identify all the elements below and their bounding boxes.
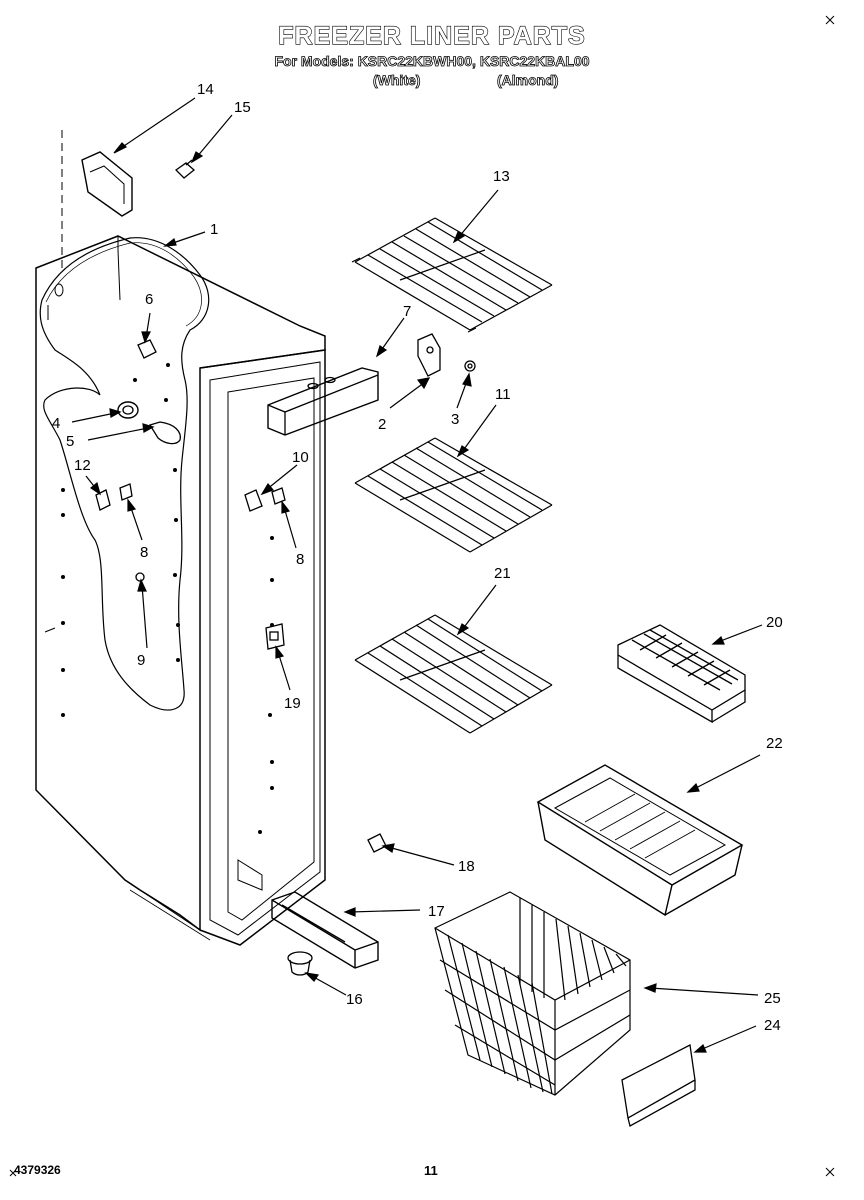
- part-12-clip: [95, 489, 111, 511]
- callout-21: 21: [494, 565, 511, 582]
- part-9-clip: [135, 572, 145, 582]
- variant-almond: (Almond): [497, 72, 559, 89]
- part-19-switch: [265, 623, 285, 650]
- callout-3: 3: [451, 411, 459, 428]
- page-number: 11: [424, 1163, 438, 1178]
- callout-10: 10: [292, 449, 309, 466]
- page-header: FREEZER LINER PARTS For Models: KSRC22KB…: [0, 21, 864, 70]
- callout-12: 12: [74, 457, 91, 474]
- callout-11: 11: [495, 386, 511, 403]
- part-15-screw: [174, 159, 196, 179]
- callout-7: 7: [403, 303, 411, 320]
- models-line: For Models: KSRC22KBWH00, KSRC22KBAL00: [274, 53, 590, 70]
- callout-5: 5: [66, 433, 74, 450]
- callout-16: 16: [346, 991, 363, 1008]
- part-17-trim: [271, 891, 379, 969]
- part-3-screw: [464, 360, 476, 372]
- callout-2: 2: [378, 416, 386, 433]
- variant-white: (White): [373, 72, 421, 89]
- part-8-clip-right: [271, 487, 286, 505]
- callout-22: 22: [766, 735, 783, 752]
- callout-20: 20: [766, 614, 783, 631]
- part-4-light-socket: [117, 401, 139, 419]
- callout-8-left: 8: [140, 544, 148, 561]
- part-25-wire-basket: [434, 891, 631, 1096]
- callout-19: 19: [284, 695, 301, 712]
- part-21-wire-shelf: [354, 614, 553, 734]
- part-10-clip: [244, 489, 263, 512]
- part-6-clip: [137, 339, 157, 359]
- callout-18: 18: [458, 858, 475, 875]
- part-13-wire-shelf: [351, 217, 553, 333]
- part-7-light-cover: [267, 367, 379, 436]
- callout-1: 1: [210, 221, 218, 238]
- callout-leaders: [71, 97, 763, 1053]
- part-number: 4379326: [14, 1163, 61, 1177]
- part-24-basket-front: [621, 1044, 696, 1127]
- part-20-ice-tray: [617, 624, 746, 724]
- callout-25: 25: [764, 990, 781, 1007]
- page-title: FREEZER LINER PARTS: [278, 21, 586, 50]
- callout-17: 17: [428, 903, 445, 920]
- callout-6: 6: [145, 291, 153, 308]
- part-11-wire-shelf: [354, 437, 553, 553]
- part-16-cap: [287, 951, 313, 976]
- freezer-liner: [35, 130, 326, 946]
- part-8-clip-left: [119, 483, 133, 501]
- callout-15: 15: [234, 99, 251, 116]
- part-22-freezer-pan: [536, 764, 744, 917]
- callout-13: 13: [493, 168, 510, 185]
- part-18-screw: [367, 833, 387, 853]
- callout-24: 24: [764, 1017, 781, 1034]
- callout-14: 14: [197, 81, 214, 98]
- crop-marks: [9, 15, 835, 1177]
- part-14-hinge-bracket: [81, 151, 133, 217]
- callout-9: 9: [137, 652, 145, 669]
- callout-8-right: 8: [296, 551, 304, 568]
- part-2-shelf-bracket: [417, 333, 441, 377]
- part-5-light-bulb: [149, 421, 181, 445]
- callout-4: 4: [52, 415, 60, 432]
- callout-labels: 14 15 1 13 6 7 2 3 11 4 5 12 10 8 8 9 21…: [52, 81, 783, 1034]
